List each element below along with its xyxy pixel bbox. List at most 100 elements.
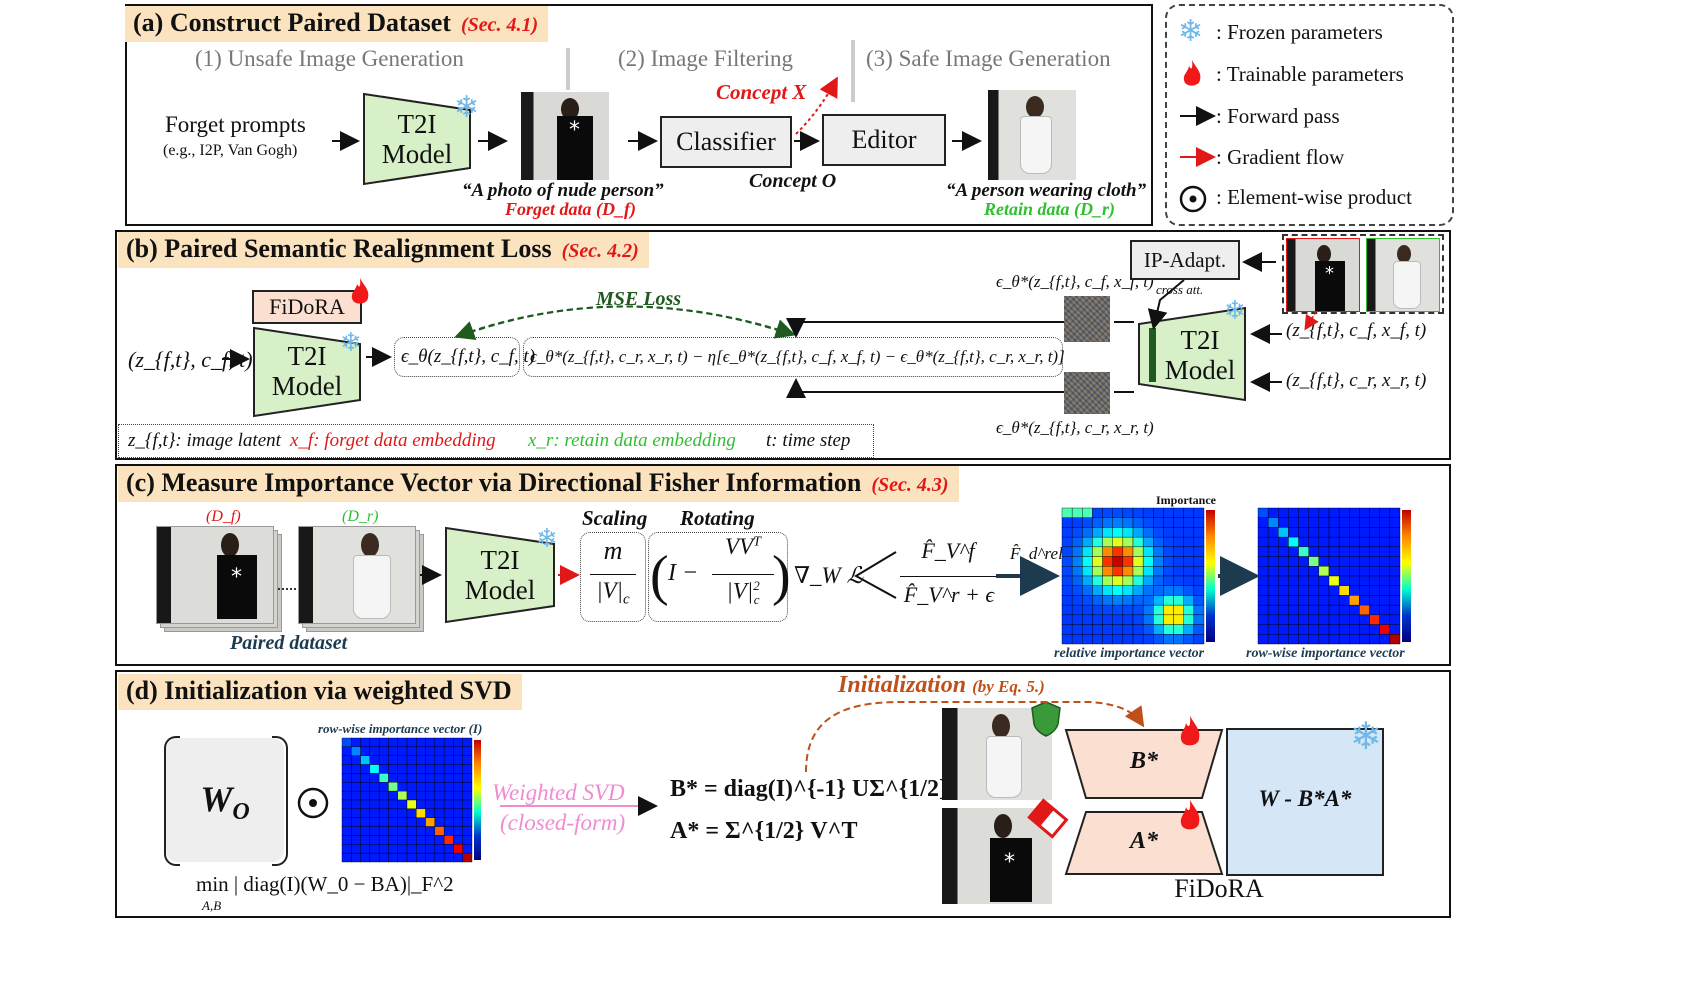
noise-top <box>1064 296 1110 342</box>
rotating-paren: ( <box>650 545 669 607</box>
unsafe-image: * <box>521 92 609 180</box>
heatmap-cell <box>1193 634 1205 645</box>
row-vec-i-label: row-wise importance vector (I) <box>318 721 483 736</box>
step2-label: (2) Image Filtering <box>618 46 794 71</box>
retain-image-c <box>298 526 416 624</box>
step-divider-1 <box>566 48 570 90</box>
w-minus-label: W - B*A* <box>1258 786 1352 811</box>
flame-icon-b <box>351 278 369 304</box>
step3-label: (3) Safe Image Generation <box>866 46 1111 71</box>
legend-trainable: : Trainable parameters <box>1216 62 1404 86</box>
b-legend-box <box>118 424 874 458</box>
init-label: Initialization (by Eq. 5.) <box>838 672 1045 698</box>
w0-matrix <box>166 738 284 862</box>
rotating-den: |V|2c <box>726 578 760 608</box>
odot-icon <box>297 787 329 819</box>
a-star-shape <box>1064 811 1224 875</box>
weighted-svd-2: (closed-form) <box>500 810 626 835</box>
weighted-svd-1: Weighted SVD <box>492 780 625 805</box>
retain-image-d <box>942 708 1052 800</box>
legend-frozen: : Frozen parameters <box>1216 20 1383 44</box>
rotating-label: Rotating <box>680 506 755 530</box>
panel-b-title: (b) Paired Semantic Realignment Loss(Sec… <box>118 232 649 268</box>
w0-label: WO <box>200 779 250 826</box>
panel-a <box>125 4 1153 226</box>
dots-connector <box>278 588 300 590</box>
f-num: F̂_V^f <box>921 538 975 563</box>
scaling-label: Scaling <box>582 506 648 530</box>
snowflake-icon-d: ❄ <box>1350 716 1382 758</box>
step1-label: (1) Unsafe Image Generation <box>195 46 464 71</box>
concept-x-label: Concept X <box>716 80 807 104</box>
colorbar-row <box>1402 510 1411 642</box>
eps-bottom-label: ϵ_θ*(z_{f,t}, c_r, x_r, t) <box>996 418 1154 437</box>
t2i-shape-b2 <box>1138 306 1246 402</box>
fidora-label-d: FiDoRA <box>1174 874 1264 903</box>
w-box <box>1226 728 1384 876</box>
legend <box>1165 4 1454 226</box>
snowflake-icon-b: ❄ <box>340 328 362 357</box>
relative-heatmap <box>1061 507 1205 645</box>
legend-snowflake-icon: ❄ <box>1178 15 1204 48</box>
min-sub: A,B <box>202 898 222 913</box>
min-eq: min | diag(I)(W_0 − BA)|_F^2 <box>196 872 454 896</box>
fidora-box-b: FiDoRA <box>252 290 362 324</box>
noise-bottom <box>1064 372 1110 414</box>
dr-label: (D_r) <box>342 508 379 525</box>
panel-d <box>115 670 1451 918</box>
snowflake-icon-b2: ❄ <box>1224 296 1246 325</box>
legend-gradient-arrow-icon <box>1180 147 1216 167</box>
legend-flame-icon <box>1183 60 1201 86</box>
row-heatmap-c <box>1257 507 1401 645</box>
scaling-box <box>580 532 646 622</box>
colorbar-d <box>474 740 481 860</box>
safe-image <box>988 90 1076 180</box>
panel-c <box>115 464 1451 666</box>
t2i-shape-b <box>253 326 361 418</box>
flame-icon-d2 <box>1180 800 1200 830</box>
rotating-i: I − <box>668 560 699 586</box>
scaling-bar <box>590 574 636 575</box>
scaling-m: m <box>603 536 623 565</box>
rotating-num: VVT <box>725 534 761 559</box>
pair-image-retain <box>1366 238 1440 312</box>
w0-bracket-left <box>164 736 180 866</box>
step-divider-2 <box>851 40 855 102</box>
pair-image-forget: * <box>1286 238 1360 312</box>
heatmap-cell <box>1389 634 1401 645</box>
in-bottom-label: (z_{f,t}, c_r, x_r, t) <box>1286 370 1427 391</box>
row-heatmap-d <box>341 737 473 863</box>
forget-data-label: Forget data (D_f) <box>505 199 636 219</box>
classifier-box: Classifier <box>660 116 792 168</box>
legend-odot-icon <box>1179 185 1207 213</box>
b-legend-xf: x_f: forget data embedding <box>290 430 496 451</box>
importance-label: Importance <box>1156 493 1216 507</box>
shield-icon <box>1031 701 1061 737</box>
t2i-shape-a <box>363 92 471 186</box>
forget-prompts-label: Forget prompts <box>165 112 306 137</box>
panel-a-title: (a) Construct Paired Dataset(Sec. 4.1) <box>125 6 549 42</box>
scaling-den: |V|c <box>596 578 630 608</box>
forget-image-c: * <box>156 526 274 624</box>
panel-d-title: (d) Initialization via weighted SVD <box>118 674 522 710</box>
legend-forward-arrow-icon <box>1180 106 1216 126</box>
mse-loss-label: MSE Loss <box>596 288 682 310</box>
w0-bracket-right <box>272 736 288 866</box>
grad-label: ∇_W ℒ <box>794 563 864 588</box>
rel-vec-label: relative importance vector <box>1054 646 1205 661</box>
eraser-icon <box>1027 798 1069 839</box>
eps-top-label: ϵ_θ*(z_{f,t}, c_f, x_f, t) <box>996 272 1154 291</box>
snowflake-icon-c: ❄ <box>536 524 558 553</box>
rotating-box <box>648 532 788 622</box>
forget-image-d: * <box>942 808 1052 904</box>
b-legend-t: t: time step <box>766 430 851 451</box>
b-eq: B* = diag(I)^{-1} UΣ^{1/2} <box>670 776 949 802</box>
panel-b <box>115 230 1451 460</box>
paired-dataset-label: Paired dataset <box>230 632 348 654</box>
f-bar <box>900 576 996 577</box>
